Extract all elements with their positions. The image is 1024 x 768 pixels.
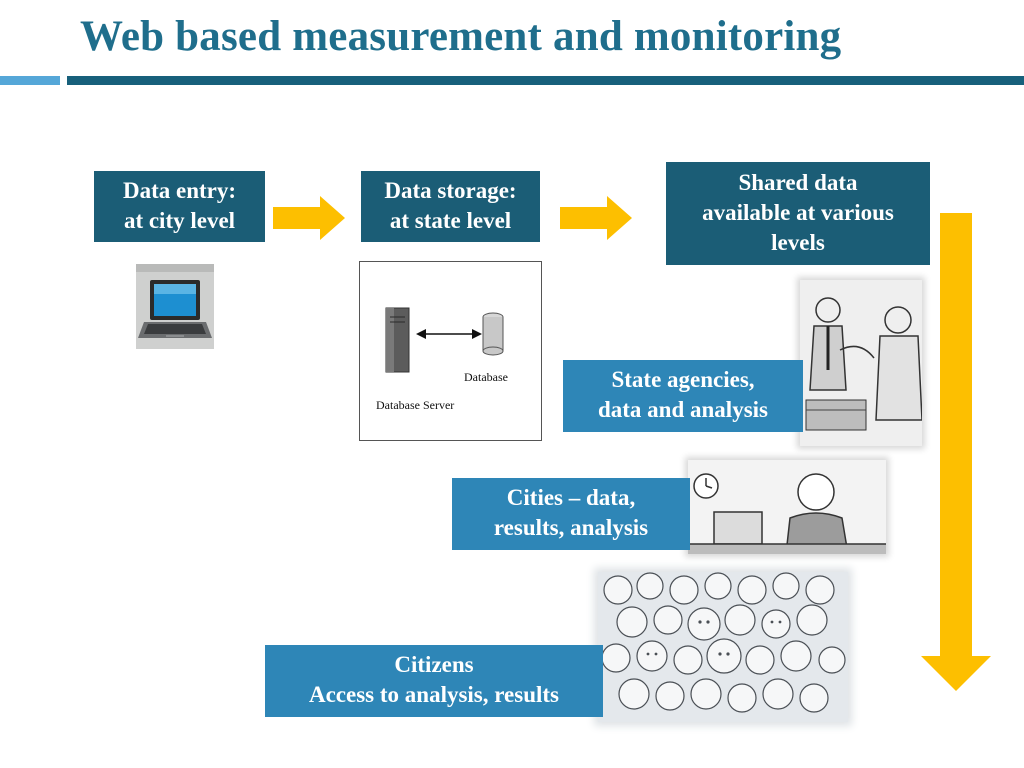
server-diagram-graphic xyxy=(385,307,504,373)
cartoon-crowd xyxy=(598,572,848,722)
data-storage-line2: at state level xyxy=(389,208,512,233)
cartoon-officials xyxy=(800,280,922,446)
data-entry-box: Data entry: at city level xyxy=(94,171,265,242)
citizens-line1: Citizens xyxy=(394,652,474,677)
data-storage-line1: Data storage: xyxy=(384,178,517,203)
citizens-line2: Access to analysis, results xyxy=(308,682,559,707)
shared-data-line2: available at various xyxy=(702,200,894,225)
citizens-box: Citizens Access to analysis, results xyxy=(265,645,603,717)
state-agencies-box: State agencies, data and analysis xyxy=(563,360,803,432)
database-server-diagram: Database Database Server xyxy=(359,261,542,441)
arrow-right-icon xyxy=(560,196,632,240)
officials-sketch xyxy=(800,280,922,446)
cities-line2: results, analysis xyxy=(493,515,649,540)
laptop-icon xyxy=(136,264,214,349)
database-server-label: Database Server xyxy=(376,398,455,412)
shared-data-box: Shared data available at various levels xyxy=(666,162,930,265)
title-rule xyxy=(67,76,1024,85)
official-desk-sketch xyxy=(688,460,886,554)
laptop-image xyxy=(136,264,214,349)
data-entry-line2: at city level xyxy=(123,208,236,233)
title-rule-accent xyxy=(0,76,60,85)
shared-data-line1: Shared data xyxy=(738,170,858,195)
crowd-sketch xyxy=(598,572,848,722)
cities-line1: Cities – data, xyxy=(506,485,636,510)
state-agencies-line2: data and analysis xyxy=(597,397,768,422)
cities-box: Cities – data, results, analysis xyxy=(452,478,690,550)
shared-data-line3: levels xyxy=(771,230,825,255)
cartoon-official-desk xyxy=(688,460,886,554)
data-entry-line1: Data entry: xyxy=(122,178,237,203)
data-storage-box: Data storage: at state level xyxy=(361,171,540,242)
arrow-right-icon xyxy=(273,196,345,240)
slide-title: Web based measurement and monitoring xyxy=(80,13,842,60)
state-agencies-line1: State agencies, xyxy=(611,367,755,392)
arrow-down-icon xyxy=(921,213,991,691)
database-label: Database xyxy=(464,370,508,384)
